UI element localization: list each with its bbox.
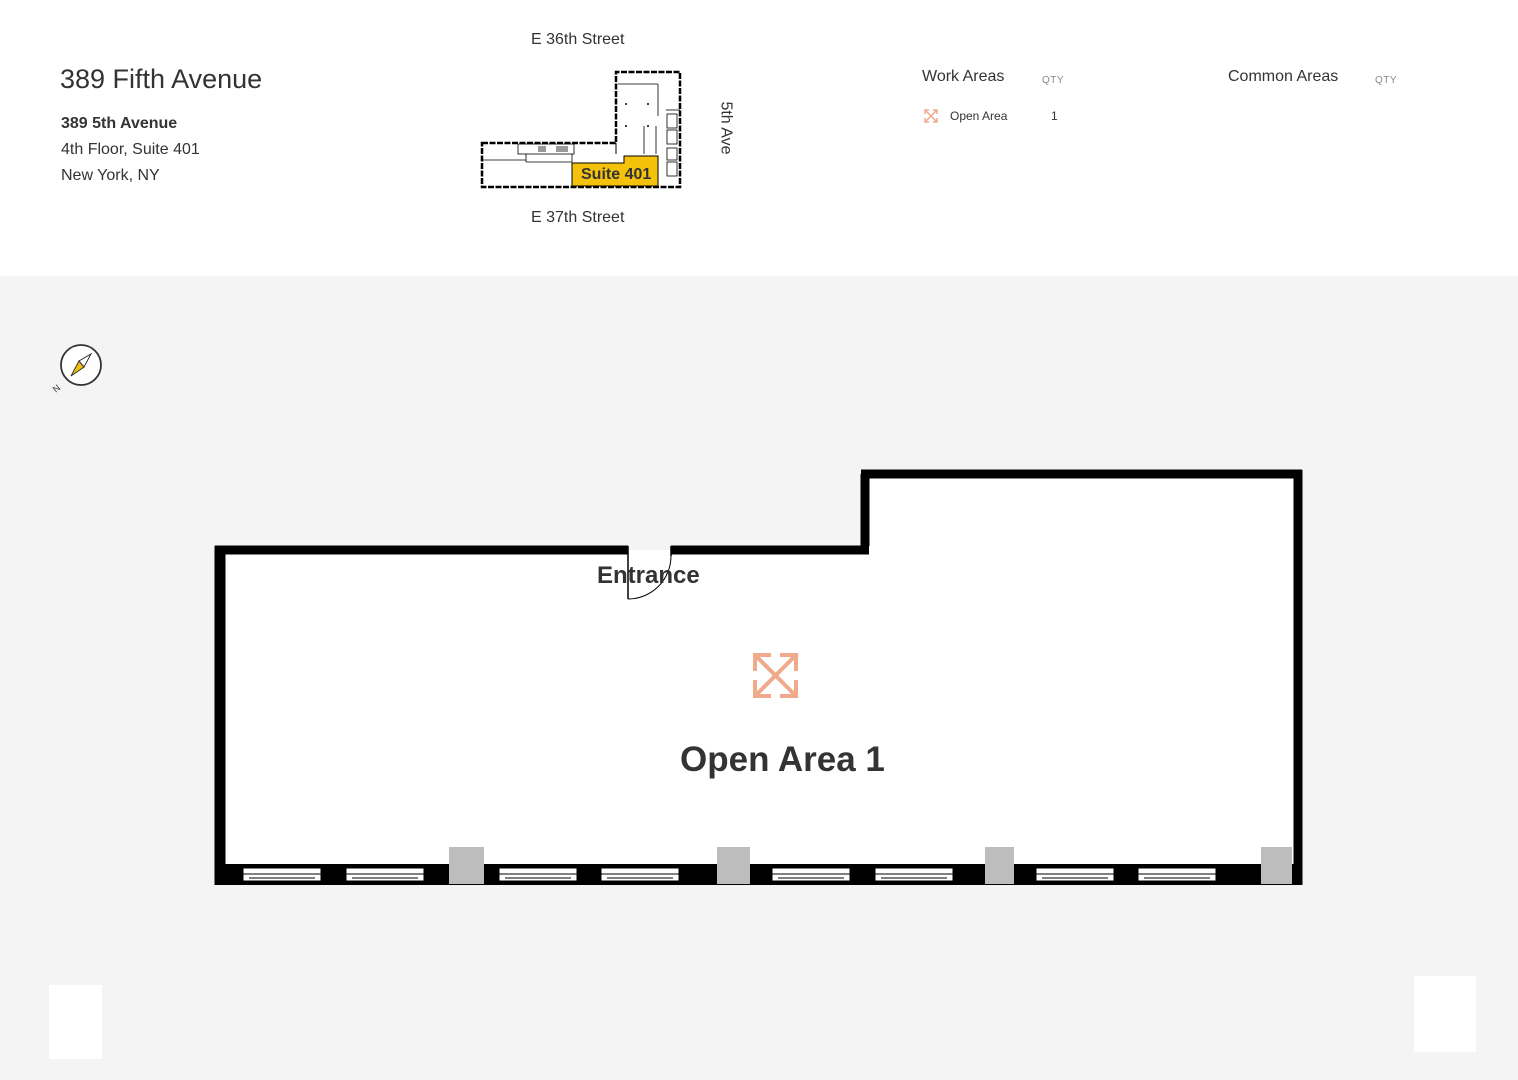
common-areas-heading: Common Areas (1228, 68, 1339, 85)
address-street: 389 5th Avenue (61, 115, 178, 132)
corner-box-left (49, 985, 102, 1059)
open-area-icon (753, 653, 798, 698)
windows (242, 867, 1217, 882)
south-wall (215, 864, 1302, 885)
building-keymap: Suite 401 (480, 70, 682, 189)
keymap-suite-label: Suite 401 (581, 166, 651, 183)
common-areas-qty-heading: QTY (1375, 75, 1398, 86)
work-areas-qty-heading: QTY (1042, 75, 1065, 86)
compass-icon: N (52, 344, 102, 395)
suite-highlight (571, 155, 659, 187)
address-floor-suite: 4th Floor, Suite 401 (61, 141, 200, 158)
legend-item-open-area: Open Area (950, 109, 1008, 123)
expand-arrows-icon (924, 109, 938, 123)
compass-north-label: N (52, 383, 62, 395)
keymap-north-street: E 36th Street (531, 31, 625, 48)
building-title: 389 Fifth Avenue (60, 64, 263, 94)
exterior-walls (214, 469, 1303, 885)
header-panel: 389 Fifth Avenue 389 5th Avenue 4th Floo… (0, 0, 1518, 276)
corner-box-right (1414, 976, 1476, 1052)
address-city: New York, NY (61, 167, 160, 184)
open-area-label: Open Area 1 (680, 740, 885, 779)
work-areas-heading: Work Areas (922, 68, 1005, 85)
keymap-south-street: E 37th Street (531, 209, 625, 226)
entrance-door (627, 546, 672, 600)
columns (449, 847, 1292, 884)
legend-item-open-area-qty: 1 (1051, 109, 1058, 123)
entrance-label: Entrance (597, 562, 700, 589)
